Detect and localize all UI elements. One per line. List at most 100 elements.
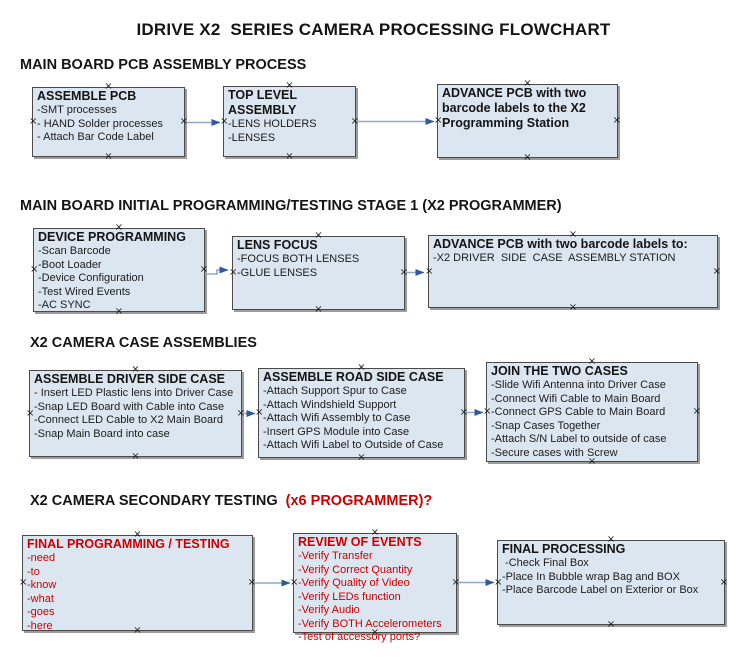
box-title: JOIN THE TWO CASES	[491, 364, 628, 378]
box-review-of-events[interactable]: REVIEW OF EVENTS -Verify Transfer -Verify…	[290, 527, 460, 644]
box-join-the-two-cases[interactable]: JOIN THE TWO CASES -Slide Wifi Antenna i…	[483, 356, 701, 467]
box-line: -Connect LED Cable to X2 Main Board	[34, 414, 223, 426]
section-heading-case-assemblies: X2 CAMERA CASE ASSEMBLIES	[30, 335, 257, 351]
box-device-programming[interactable]: DEVICE PROGRAMMING -Scan Barcode-Boot Lo…	[30, 222, 208, 317]
connection-point-icon: ×	[451, 577, 460, 588]
connection-point-icon: ×	[255, 407, 264, 418]
box-assemble-driver-side-case[interactable]: ASSEMBLE DRIVER SIDE CASE - Insert LED P…	[26, 364, 245, 462]
box-line: -Connect Wifi Cable to Main Board	[491, 392, 661, 405]
box-line: -Snap Main Board into case	[34, 427, 170, 440]
box-line: -Test of accessory ports?	[298, 631, 421, 643]
connection-point-icon: ×	[133, 529, 142, 540]
box-line: - HAND Solder processes	[37, 117, 163, 130]
box-title: LENS FOCUS	[237, 238, 318, 252]
box-line: -Slide Wifi Antenna into Driver Case	[491, 379, 666, 391]
box-line: -Verify LEDs function	[298, 590, 401, 603]
connection-point-icon: ×	[199, 264, 208, 275]
box-line: -Place In Bubble wrap Bag and BOX	[502, 570, 680, 583]
box-line: -Place Barcode Label on Exterior or Box	[502, 584, 699, 596]
box-line: -Snap LED Board with Cable into Case	[34, 400, 225, 413]
section-heading-black-part: X2 CAMERA SECONDARY TESTING	[30, 493, 282, 509]
box-line: -here	[27, 619, 53, 632]
connection-point-icon: ×	[606, 534, 616, 545]
box-line: -SMT processes	[37, 104, 117, 116]
connection-point-icon: ×	[612, 115, 621, 126]
connection-point-icon: ×	[290, 577, 299, 588]
box-lines: - Insert LED Plastic lens into Driver Ca…	[34, 387, 238, 441]
box-line: -Insert GPS Module into Case	[263, 425, 410, 438]
connection-point-icon: ×	[29, 116, 38, 127]
connection-point-icon: ×	[494, 576, 503, 588]
box-lines: -Check Final Box-Place In Bubble wrap Ba…	[502, 557, 721, 598]
connection-point-icon: ×	[523, 78, 532, 89]
box-line: -Attach Support Spur to Case	[263, 385, 407, 397]
box-line: -need	[27, 552, 56, 564]
connection-point-icon: ×	[370, 627, 380, 638]
box-lines: -Attach Support Spur to Case-Attach Wind…	[263, 385, 461, 453]
connection-point-icon: ×	[131, 364, 140, 375]
box-line: -Attach S/N Label to outside of case	[491, 433, 667, 445]
connection-point-icon: ×	[314, 230, 323, 241]
connection-point-icon: ×	[370, 527, 380, 538]
box-line: -GLUE LENSES	[237, 266, 318, 279]
box-line: -Device Configuration	[38, 272, 144, 284]
box-title: ADVANCE PCB with two barcode labels to t…	[442, 86, 587, 130]
box-advance-pcb-programming-station[interactable]: ADVANCE PCB with two barcode labels to t…	[434, 78, 621, 163]
box-top-level-assembly[interactable]: TOP LEVEL ASSEMBLY -LENS HOLDERS-LENSES …	[220, 80, 359, 162]
connection-point-icon: ×	[229, 267, 238, 278]
box-line: -LENS HOLDERS	[228, 118, 317, 130]
box-title: REVIEW OF EVENTS	[298, 535, 422, 549]
connection-point-icon: ×	[19, 577, 28, 588]
box-lines: -SMT processes- HAND Solder processes- A…	[37, 104, 181, 145]
box-line: -Connect GPS Cable to Main Board	[491, 406, 666, 418]
box-line: -Verify Transfer	[298, 550, 373, 562]
connection-point-icon: ×	[314, 304, 323, 315]
box-lines: -FOCUS BOTH LENSES-GLUE LENSES	[237, 253, 401, 280]
connection-point-icon: ×	[434, 115, 443, 126]
connection-point-icon: ×	[133, 625, 142, 636]
box-lens-focus[interactable]: LENS FOCUS -FOCUS BOTH LENSES-GLUE LENSE…	[229, 230, 408, 315]
box-final-programming-testing[interactable]: FINAL PROGRAMMING / TESTING -need-to-kno…	[19, 529, 256, 636]
box-line: -Attach Wifi Assembly to Case	[263, 412, 411, 424]
box-assemble-road-side-case[interactable]: ASSEMBLE ROAD SIDE CASE -Attach Support …	[255, 363, 468, 463]
box-line: -FOCUS BOTH LENSES	[237, 253, 360, 265]
box-lines: -Slide Wifi Antenna into Driver Case-Con…	[491, 379, 694, 460]
box-line: - Insert LED Plastic lens into Driver Ca…	[34, 387, 234, 399]
box-lines: -LENS HOLDERS-LENSES	[228, 118, 352, 145]
connection-point-icon: ×	[131, 451, 140, 462]
page-title: IDRIVE X2 SERIES CAMERA PROCESSING FLOWC…	[136, 20, 611, 39]
connector-arrow[interactable]	[205, 266, 229, 275]
box-line: -goes	[27, 606, 55, 618]
connection-point-icon: ×	[220, 115, 229, 127]
box-line: -Attach Windshield Support	[263, 398, 397, 411]
box-title: ASSEMBLE ROAD SIDE CASE	[263, 370, 444, 384]
connection-point-icon: ×	[26, 407, 35, 419]
connection-point-icon: ×	[114, 222, 124, 233]
box-title: ADVANCE PCB with two barcode labels to:	[433, 237, 688, 251]
box-line: -Verify BOTH Accelerometers	[298, 617, 442, 630]
connection-point-icon: ×	[606, 619, 616, 630]
connection-point-icon: ×	[587, 356, 597, 367]
box-title: FINAL PROGRAMMING / TESTING	[27, 537, 230, 551]
box-line: -what	[27, 592, 54, 605]
box-line: -Test Wired Events	[38, 285, 131, 298]
connection-point-icon: ×	[483, 406, 492, 417]
connection-point-icon: ×	[30, 264, 39, 275]
connection-point-icon: ×	[285, 80, 294, 91]
box-title: FINAL PROCESSING	[502, 542, 626, 556]
connection-point-icon: ×	[247, 577, 256, 588]
connection-point-icon: ×	[114, 306, 124, 317]
connection-point-icon: ×	[425, 265, 434, 277]
box-line: -Verify Audio	[298, 604, 360, 616]
box-advance-pcb-driver-side-station[interactable]: ADVANCE PCB with two barcode labels to: …	[425, 230, 721, 313]
connection-point-icon: ×	[712, 265, 721, 277]
connection-point-icon: ×	[587, 456, 597, 467]
box-line: -know	[27, 579, 57, 591]
box-final-processing[interactable]: FINAL PROCESSING -Check Final Box-Place …	[494, 534, 728, 630]
section-heading-pcb-assembly: MAIN BOARD PCB ASSEMBLY PROCESS	[20, 57, 307, 73]
box-line: -LENSES	[228, 131, 276, 144]
box-assemble-pcb[interactable]: ASSEMBLE PCB -SMT processes- HAND Solder…	[29, 82, 188, 162]
connection-point-icon: ×	[285, 151, 294, 162]
connection-point-icon: ×	[104, 151, 113, 162]
